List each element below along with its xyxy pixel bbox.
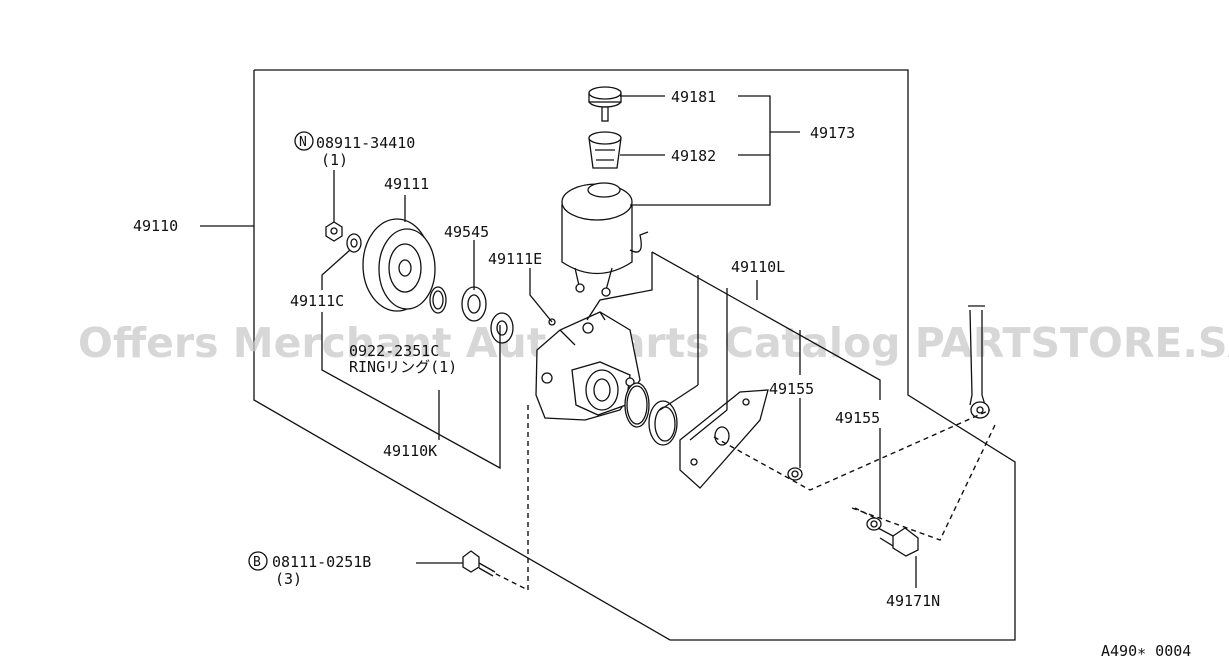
reservoir-cap <box>588 86 622 122</box>
label-49155-b: 49155 <box>835 409 880 427</box>
label-49171n: 49171N <box>886 592 940 610</box>
label-08111-qty: (3) <box>275 570 302 588</box>
watermark: Offers Merchant Auto Parts Catalog PARTS… <box>78 319 1229 367</box>
label-49155-a: 49155 <box>769 380 814 398</box>
reservoir-tank <box>561 182 649 297</box>
label-08911-34410: 08911-34410 <box>316 134 415 152</box>
svg-text:B: B <box>253 555 261 570</box>
union-bolt <box>877 527 919 557</box>
reservoir-strainer <box>588 131 622 169</box>
bearing <box>461 286 487 322</box>
leader-lines <box>200 95 917 588</box>
label-49182: 49182 <box>671 147 716 165</box>
snap-ring <box>429 286 447 314</box>
label-08911-qty: (1) <box>321 151 348 169</box>
svg-text:N: N <box>299 135 307 150</box>
label-49110: 49110 <box>133 217 178 235</box>
nut <box>325 221 343 242</box>
washer-49155-b <box>866 517 882 531</box>
label-49545: 49545 <box>444 223 489 241</box>
label-49111e: 49111E <box>488 250 542 268</box>
label-49173: 49173 <box>810 124 855 142</box>
label-49111c: 49111C <box>290 292 344 310</box>
marker-n: N <box>294 131 314 151</box>
pump-body <box>535 311 641 421</box>
marker-b: B <box>248 551 268 571</box>
label-ring: RINGリング(1) <box>349 358 457 376</box>
label-49111: 49111 <box>384 175 429 193</box>
dashed-alignment-lines <box>491 405 996 592</box>
pressure-hose <box>968 305 990 419</box>
o-ring <box>624 382 650 428</box>
label-49110k: 49110K <box>383 442 437 460</box>
seal <box>490 312 514 344</box>
pulley <box>362 218 436 312</box>
assembly-outline <box>253 69 1016 641</box>
washer-49155-a <box>787 467 803 481</box>
label-08111-0251b: 08111-0251B <box>272 553 371 571</box>
label-0922-2351c: 0922-2351C <box>349 342 439 360</box>
label-49181: 49181 <box>671 88 716 106</box>
rear-cover <box>679 389 769 489</box>
washer <box>346 233 362 253</box>
figure-code: A490∗ 0004 <box>1101 642 1191 660</box>
label-49110l: 49110L <box>731 258 785 276</box>
mounting-bolt <box>462 550 496 577</box>
